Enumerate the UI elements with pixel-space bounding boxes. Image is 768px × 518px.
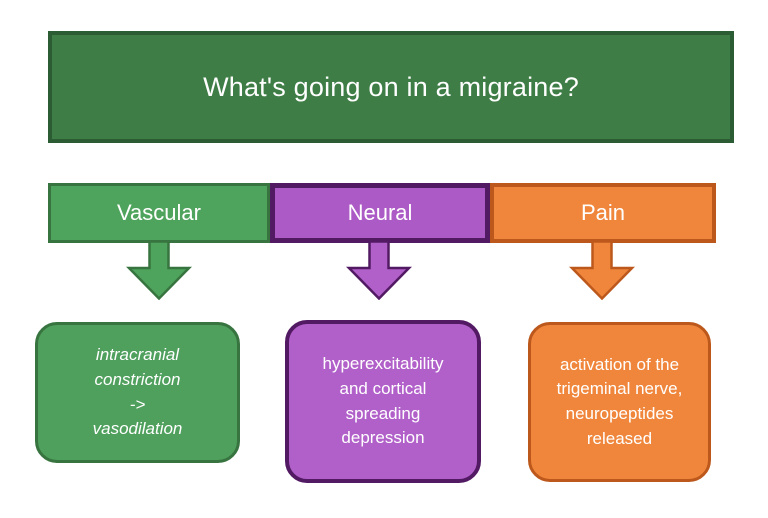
category-label-pain: Pain (580, 200, 626, 225)
category-bar-vascular: Vascular (48, 183, 270, 243)
detail-box-neural: hyperexcitability and cortical spreading… (285, 320, 481, 483)
detail-text-vascular: intracranial constriction -> vasodilatio… (92, 345, 183, 439)
category-label-vascular: Vascular (117, 200, 201, 225)
category-bar-pain: Pain (490, 183, 716, 243)
title-banner: What's going on in a migraine? (48, 31, 734, 143)
down-arrow-icon-neural (346, 241, 412, 300)
detail-text-pain: activation of the trigeminal nerve, neur… (556, 354, 683, 448)
down-arrow-icon-pain (569, 241, 635, 300)
detail-box-vascular: intracranial constriction -> vasodilatio… (35, 322, 240, 463)
detail-box-pain: activation of the trigeminal nerve, neur… (528, 322, 711, 482)
category-label-neural: Neural (347, 200, 413, 225)
category-bar-neural: Neural (270, 183, 490, 243)
page-title: What's going on in a migraine? (203, 71, 579, 102)
detail-text-neural: hyperexcitability and cortical spreading… (322, 354, 444, 448)
down-arrow-icon-vascular (126, 241, 192, 300)
